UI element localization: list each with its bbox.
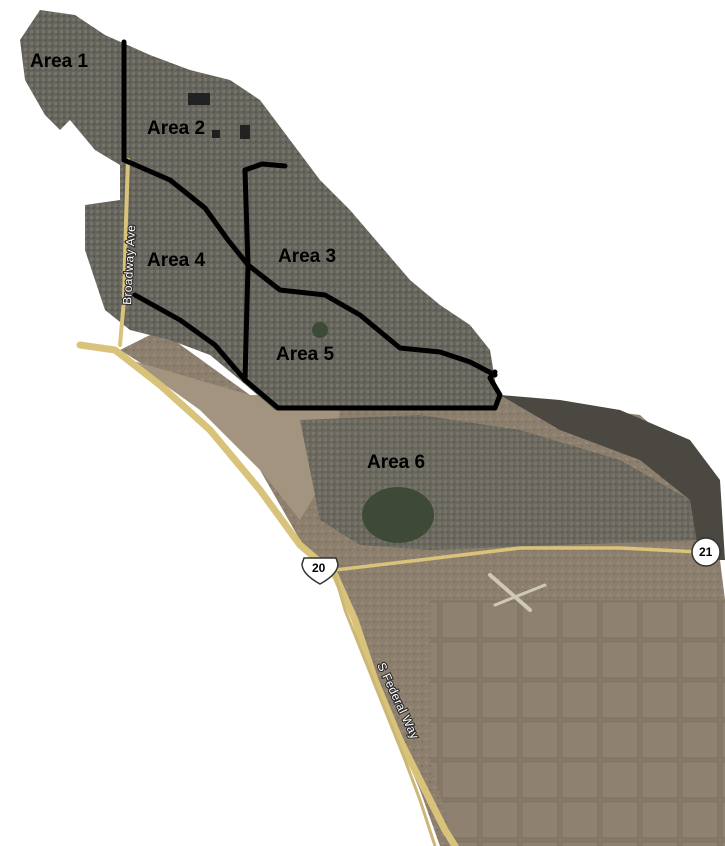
state-route-shield-icon xyxy=(691,537,721,567)
boundary-area5-area6 xyxy=(242,369,503,411)
area-boundaries xyxy=(121,39,503,411)
broadway-ave-road xyxy=(118,158,130,347)
us-20-number: 20 xyxy=(312,561,326,575)
area-3-label: Area 3 xyxy=(278,246,336,267)
area-5-label: Area 5 xyxy=(276,344,335,365)
area-6-label: Area 6 xyxy=(367,452,425,473)
airport-runway-2 xyxy=(493,583,547,607)
area-1-label: Area 1 xyxy=(30,51,89,72)
route-21-shield: 21 xyxy=(691,537,721,567)
roads xyxy=(76,158,702,846)
us-20-shield: 20 xyxy=(301,557,339,585)
us-highway-shield-icon xyxy=(301,557,339,585)
area-labels: Area 1 Area 2 Area 3 Area 4 Area 5 Area … xyxy=(30,51,425,473)
region-imagery xyxy=(20,10,725,846)
boundary-area4-area5 xyxy=(132,292,248,383)
area-2-label: Area 2 xyxy=(147,118,205,139)
boundary-area2-area4 xyxy=(121,157,251,268)
boundary-area3-area5 xyxy=(245,262,498,378)
route-21-number: 21 xyxy=(699,545,713,559)
broadway-ave-label: Broadway Ave xyxy=(120,224,138,305)
boundary-vertical xyxy=(242,167,251,383)
federal-way-road xyxy=(333,573,437,846)
airport-runway-1 xyxy=(488,573,532,612)
route-21-road xyxy=(333,546,702,572)
boundary-area2-area3 xyxy=(242,161,288,173)
area-4-label: Area 4 xyxy=(147,250,206,271)
